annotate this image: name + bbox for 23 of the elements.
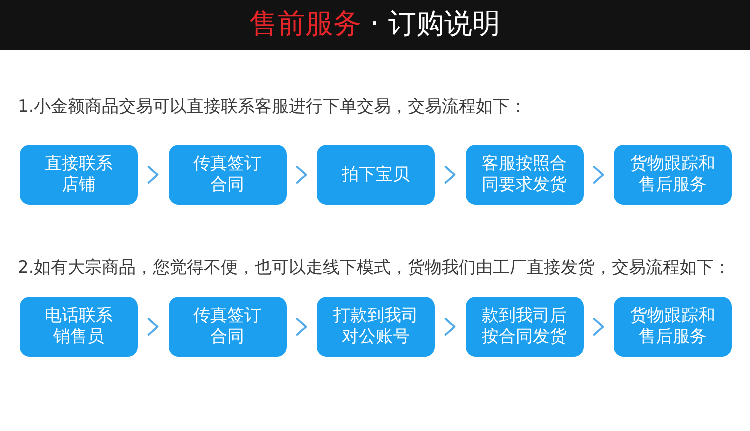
instruction-text: 1.小金额商品交易可以直接联系客服进行下单交易，交易流程如下： [18,96,528,118]
step-box [614,297,732,357]
step-text: 打款到我司对公账号 [334,306,418,348]
step-box [466,145,584,205]
step-text: 客服按照合同要求发货 [482,154,567,196]
step-text: 传真签订合同 [194,306,262,348]
step-box [168,297,286,357]
step-box [20,297,138,357]
step-text: 直接联系店铺 [45,154,113,196]
step-box [317,297,435,357]
step-text: 货物跟踪和售后服务 [630,154,716,196]
instruction-text: 2.如有大宗商品，您觉得不便，也可以走线下模式，货物我们由工厂直接发货，交易流程如下： [18,257,732,279]
step-text: 货物跟踪和售后服务 [630,306,716,348]
step-box [168,145,286,205]
step-text: 传真签订合同 [194,154,262,196]
step-box [317,145,435,205]
page-title: 售前服务 · 订购说明 [248,6,502,42]
step-text: 拍下宝贝 [342,164,410,186]
step-box [20,145,138,205]
step-box [614,145,732,205]
step-text: 款到我司后按合同发货 [482,306,567,348]
step-box [466,297,584,357]
step-text: 电话联系销售员 [45,306,113,348]
